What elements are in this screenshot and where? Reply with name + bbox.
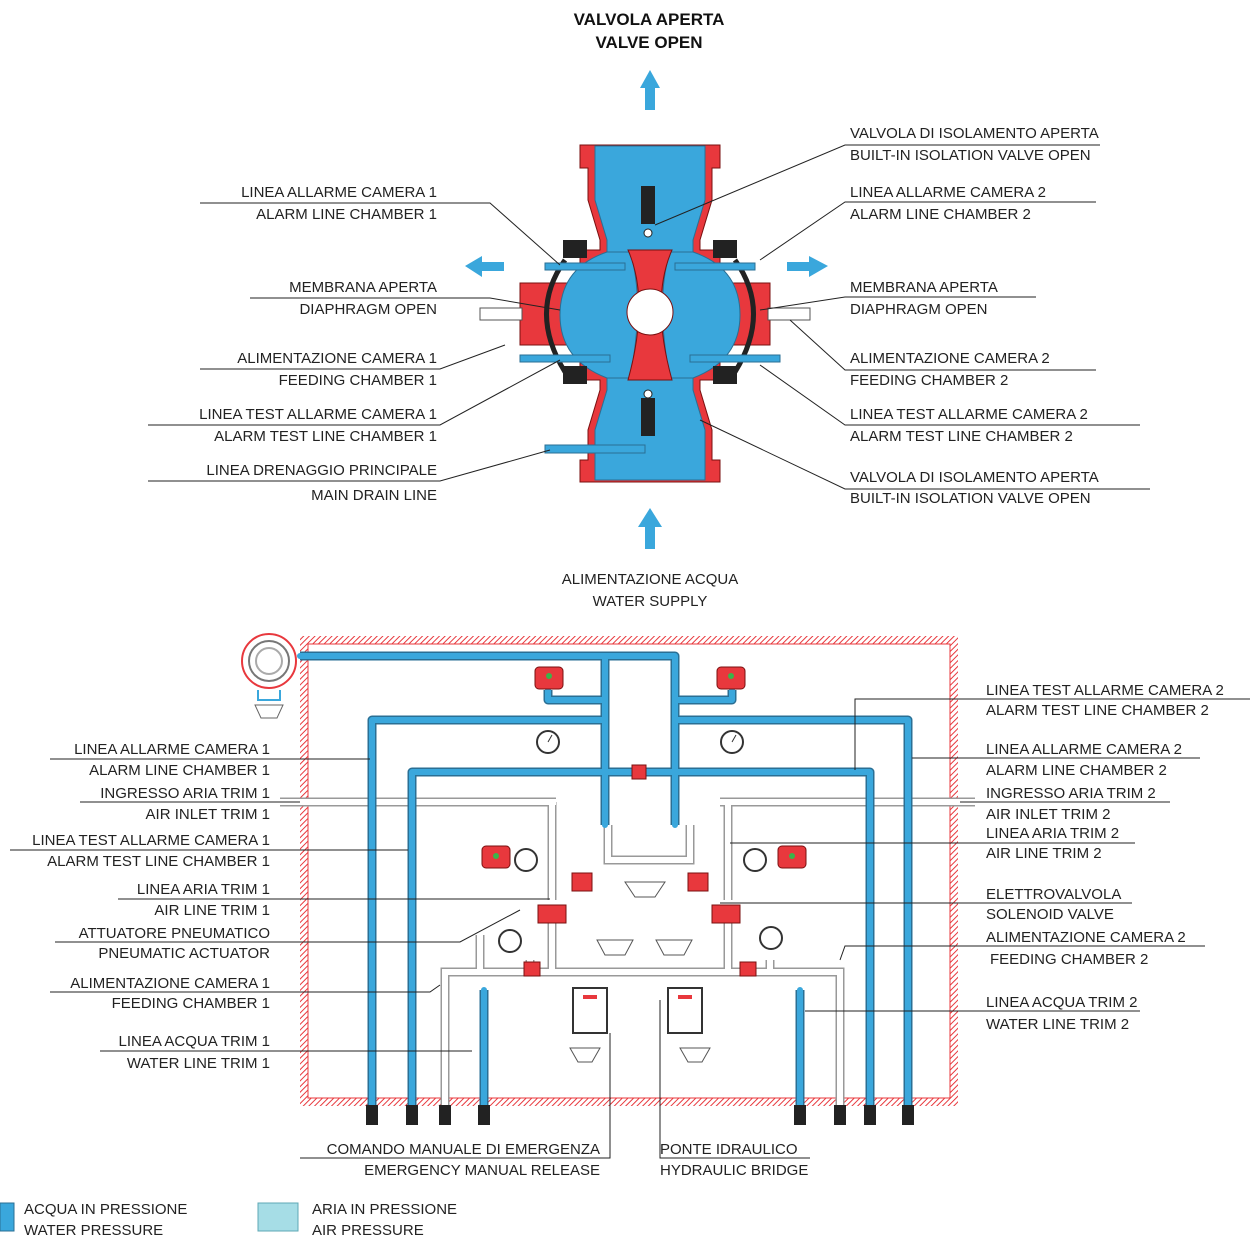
trim-air-inlet-2-it: INGRESSO ARIA TRIM 2	[986, 785, 1156, 802]
pneumatic-actuator-icon	[523, 764, 757, 977]
trim-air-inlet-2-en: AIR INLET TRIM 2	[986, 806, 1110, 823]
valve-labels-left: LINEA ALLARME CAMERA 1 ALARM LINE CHAMBE…	[199, 184, 437, 504]
label-alarm-test-1-it: LINEA TEST ALLARME CAMERA 1	[199, 406, 437, 423]
trim-feeding-1-it: ALIMENTAZIONE CAMERA 1	[70, 975, 270, 992]
trim-hydraulic-bridge-it: PONTE IDRAULICO	[660, 1141, 798, 1158]
legend-water-it: ACQUA IN PRESSIONE	[24, 1201, 187, 1218]
trim-air-inlet-1-it: INGRESSO ARIA TRIM 1	[100, 785, 270, 802]
manual-release-box	[572, 987, 703, 1034]
outlet-stubs	[366, 1105, 914, 1125]
trim-actuator-it: ATTUATORE PNEUMATICO	[79, 925, 270, 942]
legend-swatch-water	[0, 1202, 15, 1232]
label-isolation-bottom-en: BUILT-IN ISOLATION VALVE OPEN	[850, 490, 1091, 507]
label-alarm-line-1-en: ALARM LINE CHAMBER 1	[256, 206, 437, 223]
trim-hydraulic-bridge-en: HYDRAULIC BRIDGE	[660, 1162, 808, 1179]
trim-solenoid-en: SOLENOID VALVE	[986, 906, 1114, 923]
legend-air-en: AIR PRESSURE	[312, 1222, 424, 1239]
trim-feeding-2-en: FEEDING CHAMBER 2	[990, 951, 1148, 968]
trim-feeding-1-en: FEEDING CHAMBER 1	[112, 995, 270, 1012]
label-main-drain-it: LINEA DRENAGGIO PRINCIPALE	[206, 462, 437, 479]
title-it: VALVOLA APERTA	[574, 10, 725, 29]
trim-labels-right: LINEA TEST ALLARME CAMERA 2 ALARM TEST L…	[986, 682, 1224, 1033]
trim-solenoid-it: ELETTROVALVOLA	[986, 886, 1121, 903]
water-supply-en: WATER SUPPLY	[593, 593, 708, 610]
trim-air-line-2-it: LINEA ARIA TRIM 2	[986, 825, 1119, 842]
label-alarm-line-2-it: LINEA ALLARME CAMERA 2	[850, 184, 1046, 201]
trim-water-line-2-en: WATER LINE TRIM 2	[986, 1016, 1129, 1033]
left-flow-arrow-icon	[465, 256, 504, 277]
legend-swatch-air	[257, 1202, 299, 1232]
label-alarm-test-1-en: ALARM TEST LINE CHAMBER 1	[214, 428, 437, 445]
label-main-drain-en: MAIN DRAIN LINE	[311, 487, 437, 504]
trim-alarm-test-2-en: ALARM TEST LINE CHAMBER 2	[986, 702, 1209, 719]
trim-air-line-2-en: AIR LINE TRIM 2	[986, 845, 1102, 862]
trim-water-line-2-it: LINEA ACQUA TRIM 2	[986, 994, 1137, 1011]
trim-feeding-2-it: ALIMENTAZIONE CAMERA 2	[986, 929, 1186, 946]
valve-leader-lines	[148, 144, 1150, 490]
label-feeding-1-it: ALIMENTAZIONE CAMERA 1	[237, 350, 437, 367]
trim-leader-lines	[10, 698, 1250, 1159]
drain-funnel-icon	[569, 881, 711, 1063]
label-diaphragm-1-en: DIAPHRAGM OPEN	[299, 301, 437, 318]
trim-water-line-1-en: WATER LINE TRIM 1	[127, 1055, 270, 1072]
outlet-arrow-icon	[640, 70, 660, 110]
trim-alarm-line-2-en: ALARM LINE CHAMBER 2	[986, 762, 1167, 779]
label-feeding-2-it: ALIMENTAZIONE CAMERA 2	[850, 350, 1050, 367]
label-alarm-line-1-it: LINEA ALLARME CAMERA 1	[241, 184, 437, 201]
trim-air-line-1-it: LINEA ARIA TRIM 1	[137, 881, 270, 898]
label-isolation-top-it: VALVOLA DI ISOLAMENTO APERTA	[850, 125, 1099, 142]
trim-manual-release-en: EMERGENCY MANUAL RELEASE	[364, 1162, 600, 1179]
legend-water-en: WATER PRESSURE	[24, 1222, 163, 1239]
pressure-gauge-icon	[498, 730, 783, 953]
trim-manual-release-it: COMANDO MANUALE DI EMERGENZA	[327, 1141, 600, 1158]
trim-air-line-1-en: AIR LINE TRIM 1	[154, 902, 270, 919]
label-isolation-bottom-it: VALVOLA DI ISOLAMENTO APERTA	[850, 469, 1099, 486]
right-flow-arrow-icon	[787, 256, 828, 277]
pressure-switch-icon	[481, 666, 807, 869]
trim-alarm-line-1-it: LINEA ALLARME CAMERA 1	[74, 741, 270, 758]
trim-alarm-line-2-it: LINEA ALLARME CAMERA 2	[986, 741, 1182, 758]
trim-water-line-1-it: LINEA ACQUA TRIM 1	[119, 1033, 270, 1050]
title-en: VALVE OPEN	[595, 33, 702, 52]
legend: ACQUA IN PRESSIONE WATER PRESSURE ARIA I…	[0, 1201, 457, 1239]
trim-labels-bottom: COMANDO MANUALE DI EMERGENZA EMERGENCY M…	[327, 1141, 809, 1179]
valve-labels-right: VALVOLA DI ISOLAMENTO APERTA BUILT-IN IS…	[850, 125, 1099, 507]
trim-alarm-test-2-it: LINEA TEST ALLARME CAMERA 2	[986, 682, 1224, 699]
alarm-bell-icon	[241, 633, 297, 719]
trim-alarm-line-1-en: ALARM LINE CHAMBER 1	[89, 762, 270, 779]
trim-actuator-en: PNEUMATIC ACTUATOR	[98, 945, 270, 962]
label-alarm-test-2-en: ALARM TEST LINE CHAMBER 2	[850, 428, 1073, 445]
label-diaphragm-2-en: DIAPHRAGM OPEN	[850, 301, 988, 318]
trim-air-inlet-1-en: AIR INLET TRIM 1	[146, 806, 270, 823]
trim-labels-left: LINEA ALLARME CAMERA 1 ALARM LINE CHAMBE…	[32, 741, 270, 1072]
label-feeding-2-en: FEEDING CHAMBER 2	[850, 372, 1008, 389]
trim-alarm-test-1-en: ALARM TEST LINE CHAMBER 1	[47, 853, 270, 870]
trim-cabinet-frame	[300, 636, 958, 1106]
label-alarm-line-2-en: ALARM LINE CHAMBER 2	[850, 206, 1031, 223]
trim-alarm-test-1-it: LINEA TEST ALLARME CAMERA 1	[32, 832, 270, 849]
label-feeding-1-en: FEEDING CHAMBER 1	[279, 372, 437, 389]
label-alarm-test-2-it: LINEA TEST ALLARME CAMERA 2	[850, 406, 1088, 423]
label-isolation-top-en: BUILT-IN ISOLATION VALVE OPEN	[850, 147, 1091, 164]
label-diaphragm-2-it: MEMBRANA APERTA	[850, 279, 998, 296]
inlet-arrow-icon	[638, 508, 662, 549]
deluge-valve-body	[479, 144, 811, 483]
legend-air-it: ARIA IN PRESSIONE	[312, 1201, 457, 1218]
water-supply-it: ALIMENTAZIONE ACQUA	[562, 571, 738, 588]
label-diaphragm-1-it: MEMBRANA APERTA	[289, 279, 437, 296]
